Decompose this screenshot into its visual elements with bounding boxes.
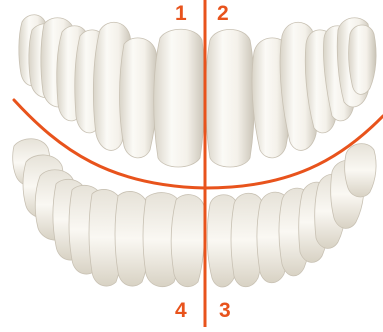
upper-right-central-incisor — [206, 30, 255, 168]
upper-left-central-incisor — [154, 29, 205, 167]
lower-left-central-incisor-2 — [171, 195, 205, 287]
quadrant-3-label: 3 — [219, 300, 231, 321]
upper-right-molar-2 — [349, 25, 376, 94]
upper-left-lateral-incisor — [120, 38, 159, 158]
upper-arch — [19, 15, 376, 167]
quadrant-4-label: 4 — [175, 300, 187, 321]
quadrant-2-label: 2 — [217, 3, 229, 24]
quadrant-1-label: 1 — [175, 3, 187, 24]
lower-right-molar-2 — [345, 144, 376, 197]
